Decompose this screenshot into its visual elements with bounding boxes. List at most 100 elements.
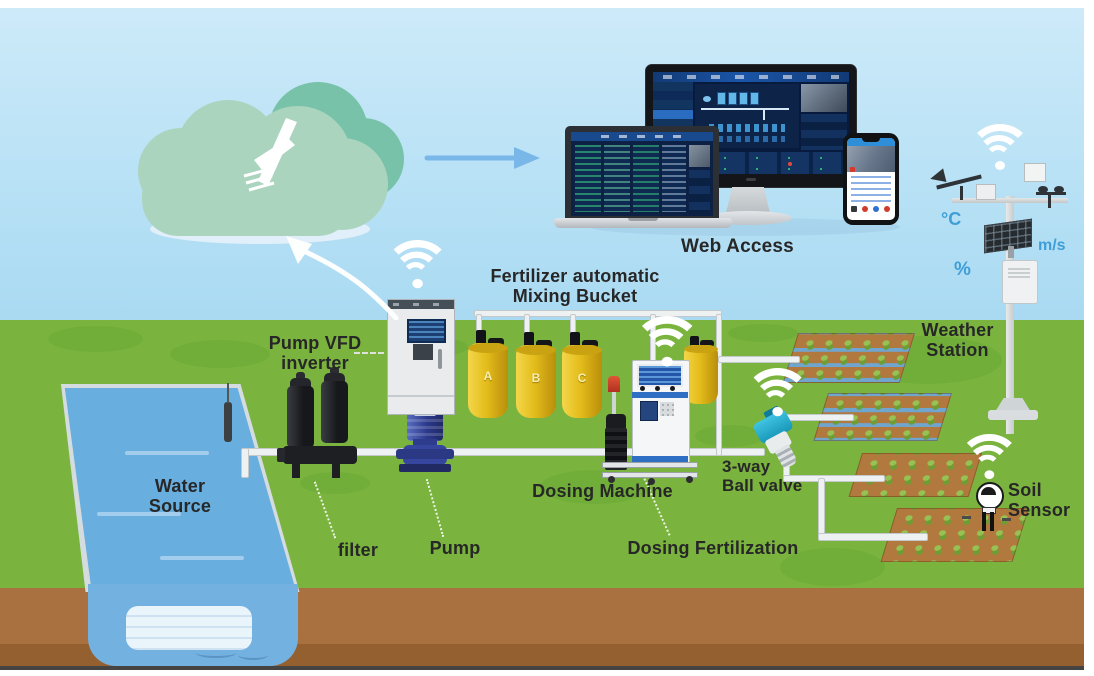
brand-swallow-logo-icon — [243, 118, 297, 192]
desktop-monitor — [645, 64, 857, 188]
cart-wheel — [648, 478, 655, 485]
tank-header-pipe — [474, 310, 722, 317]
ball-valve-line2: Ball valve — [722, 476, 803, 496]
grass-patch — [170, 340, 270, 368]
schematic-pipe — [763, 108, 765, 120]
machine-bottom-band — [632, 456, 688, 464]
filter-label: filter — [337, 540, 379, 560]
phone-camera-feed — [847, 146, 895, 172]
phone-notch — [862, 138, 880, 142]
cabinet-handle — [438, 349, 442, 369]
phone-control-buttons — [851, 204, 891, 214]
dashboard-alert-dot — [788, 162, 792, 166]
laptop-notch — [628, 218, 658, 221]
laptop-side-panel — [689, 170, 710, 212]
cabinet-hmi-screen — [407, 319, 446, 343]
pool-squiggle — [196, 648, 236, 658]
wifi-arc — [641, 328, 691, 374]
pump-pipe-stubs — [396, 449, 454, 459]
phone-data-rows — [851, 176, 891, 202]
disc-filter — [277, 365, 361, 480]
tank-b-letter: B — [531, 371, 541, 385]
sensor-prong — [982, 512, 986, 531]
tank-lid — [536, 340, 552, 348]
ball-valve-line1: 3-way — [722, 457, 771, 476]
pole-base-plate — [988, 410, 1038, 420]
schematic-pipe — [701, 108, 789, 110]
filter-canister-cap — [296, 372, 305, 380]
pole-base-cone — [995, 398, 1031, 412]
weather-station-line1: Weather — [921, 320, 994, 340]
phone-btn-red — [862, 206, 868, 212]
cart-wheel — [608, 476, 615, 483]
tank-body — [516, 345, 556, 418]
soil-sensor-label: Soil Sensor — [1008, 480, 1088, 520]
tank-dosing-pump — [476, 330, 486, 346]
monitor-stand-neck — [726, 187, 770, 213]
pump-base — [399, 464, 451, 472]
laptop-deck — [554, 218, 732, 228]
grass-patch — [695, 425, 765, 447]
wifi-arc — [761, 390, 790, 417]
wifi-icon-dosing — [632, 316, 703, 374]
phone-screen — [847, 138, 895, 220]
sensor-tick — [1002, 518, 1011, 521]
wifi-dot — [995, 161, 1005, 170]
pump-neck — [413, 439, 437, 447]
temperature-unit: °C — [941, 209, 962, 229]
wifi-arc — [401, 262, 430, 289]
cabinet-top-marks — [393, 303, 449, 306]
tank-lid — [582, 340, 598, 348]
schematic-pump-node — [703, 96, 711, 102]
dosing-pump-body — [605, 428, 627, 470]
anemometer-stub — [1048, 192, 1051, 208]
soil-sensor-line1: Soil — [1008, 480, 1042, 500]
water-level-sensor — [224, 402, 232, 442]
wind-vane-stub — [960, 186, 963, 200]
wifi-arc — [966, 444, 1010, 486]
wind-speed-unit: m/s — [1038, 237, 1066, 254]
wifi-icon-valve — [744, 368, 812, 424]
cart-wheel — [686, 476, 693, 483]
soil-sensor-line2: Sensor — [1008, 500, 1071, 521]
filter-canister — [321, 381, 348, 443]
sensor-tick — [962, 516, 971, 519]
filter-canister-lid — [290, 378, 311, 388]
filter-canister-lid — [324, 373, 345, 383]
schematic-tank — [750, 92, 759, 105]
weather-station-label: Weather Station — [905, 320, 1010, 360]
machine-display — [640, 401, 658, 421]
sensor-prong — [990, 512, 994, 531]
phone-btn-red2 — [884, 206, 890, 212]
filter-flange — [277, 448, 285, 462]
mixing-bucket-line1: Fertilizer automatic — [490, 266, 660, 286]
dosing-machine-label: Dosing Machine — [532, 481, 673, 501]
tank-top-rim — [562, 345, 602, 355]
dashboard-camera-tile — [801, 84, 847, 112]
tank-body — [468, 343, 508, 418]
laptop-table-col — [633, 145, 659, 212]
cart-rail — [602, 472, 698, 478]
tank-lid — [488, 338, 504, 346]
curved-up-arrow-icon — [286, 236, 399, 320]
laptop-table-col — [604, 145, 630, 212]
machine-knob — [655, 386, 660, 391]
laptop-side-photo — [689, 145, 710, 167]
plot1-branch-pipe — [718, 356, 800, 363]
tank-body — [562, 345, 602, 418]
laptop-table-col — [575, 145, 601, 212]
wifi-arc — [753, 379, 800, 424]
tank-dosing-pump — [524, 332, 534, 348]
anemometer-cup — [1054, 186, 1064, 193]
laptop-screen — [571, 132, 713, 216]
tank-a-letter: A — [483, 369, 493, 383]
anemometer-cup — [1038, 186, 1048, 193]
wifi-icon-vfd — [384, 240, 452, 293]
wifi-icon-soil-sensor — [958, 434, 1021, 483]
filter-leg — [332, 462, 340, 478]
pool-intake-pipe — [241, 448, 249, 478]
wifi-arc — [968, 124, 1032, 184]
pump-vfd-line2: inverter — [281, 353, 349, 374]
water-source-line2: Source — [148, 496, 212, 517]
plot3-branch-pipe — [783, 475, 885, 482]
